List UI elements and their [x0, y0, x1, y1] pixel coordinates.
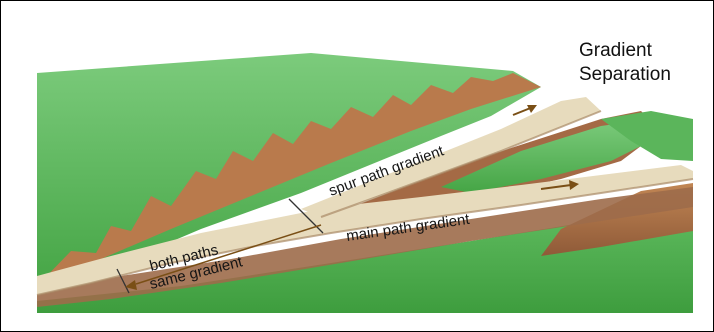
diagram-title: Gradient Separation [579, 39, 671, 87]
spur-arrow-icon [513, 105, 537, 115]
title-line-1: Gradient [579, 39, 671, 63]
title-line-2: Separation [579, 63, 671, 87]
